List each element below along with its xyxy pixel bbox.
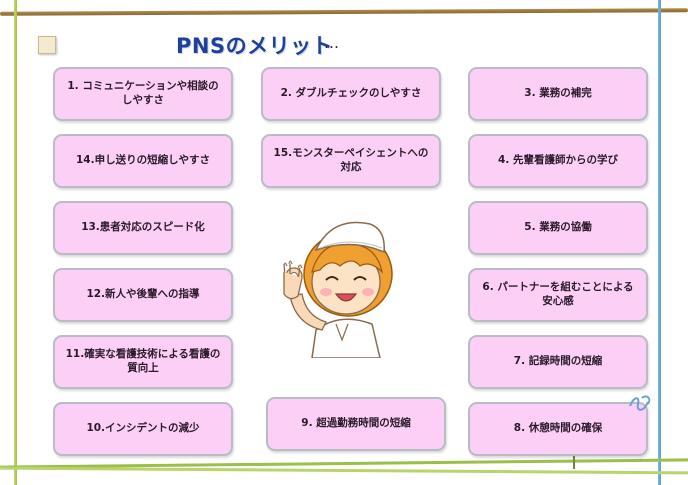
merit-card-3: 3. 業務の補完: [468, 67, 648, 121]
merit-card-12: 12.新人や後輩への指導: [53, 268, 233, 322]
note-square-icon: [38, 36, 56, 54]
merit-card-4: 4. 先輩看護師からの学び: [468, 134, 648, 188]
grass-tick: [573, 455, 575, 469]
title-ellipsis: …: [324, 34, 339, 52]
merit-card-1: 1. コミュニケーションや相談のしやすさ: [53, 67, 233, 121]
merit-card-13: 13.患者対応のスピード化: [53, 201, 233, 255]
merit-card-5: 5. 業務の協働: [468, 201, 648, 255]
merit-card-14: 14.申し送りの短縮しやすさ: [53, 134, 233, 188]
merit-card-15: 15.モンスターペイシェントへの対応: [261, 134, 441, 188]
merit-card-9: 9. 超過勤務時間の短縮: [266, 397, 446, 451]
page-title: PNSのメリット: [176, 34, 334, 58]
frame-right-line: [658, 0, 661, 485]
nurse-illustration: [283, 221, 393, 358]
merit-card-11: 11.確実な看護技術による看護の質向上: [53, 335, 233, 389]
frame-bottom-line-2: [0, 466, 688, 475]
merit-card-2: 2. ダブルチェックのしやすさ: [261, 67, 441, 121]
frame-top-line: [0, 8, 688, 16]
merit-card-7: 7. 記録時間の短縮: [468, 335, 648, 389]
scribble-icon: [629, 395, 651, 411]
merit-card-8: 8. 休憩時間の確保: [468, 402, 648, 456]
frame-left-line: [14, 0, 17, 485]
merit-card-6: 6. パートナーを組むことによる安心感: [468, 268, 648, 322]
merit-card-10: 10.インシデントの減少: [53, 402, 233, 456]
